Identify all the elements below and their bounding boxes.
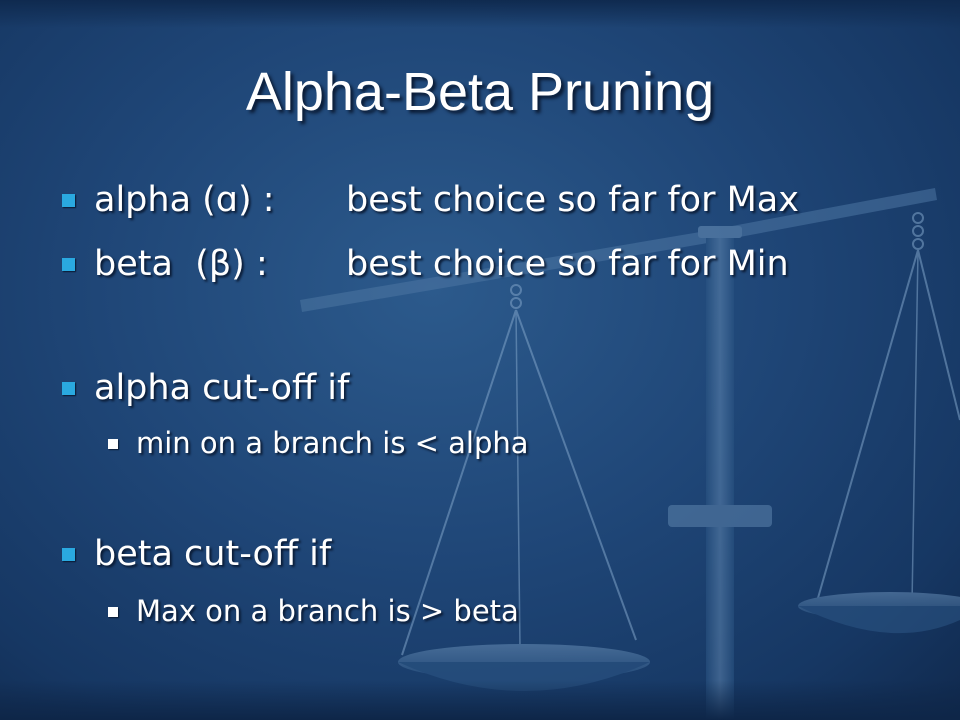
top-band [0, 0, 960, 28]
square-bullet-icon [108, 607, 118, 617]
bottom-band [0, 680, 960, 720]
bullet-text: min on a branch is < alpha [136, 426, 529, 460]
bullet-text: alpha cut-off if [94, 368, 350, 408]
sub-bullet-beta-condition: Max on a branch is > beta [108, 592, 519, 630]
bullet-definition: best choice so far for Max [346, 180, 799, 220]
bullet-term: beta (β) : [94, 244, 268, 284]
bullet-alpha-definition: alpha (ɑ) : best choice so far for Max [62, 178, 799, 222]
bullet-definition: best choice so far for Min [346, 244, 789, 284]
square-bullet-icon [62, 548, 75, 561]
square-bullet-icon [62, 382, 75, 395]
bullet-beta-cutoff: beta cut-off if [62, 532, 331, 576]
bullet-beta-definition: beta (β) : best choice so far for Min [62, 242, 789, 286]
bullet-text: beta cut-off if [94, 534, 332, 574]
bullet-text: Max on a branch is > beta [136, 594, 519, 628]
sub-bullet-alpha-condition: min on a branch is < alpha [108, 424, 529, 462]
slide-title: Alpha-Beta Pruning [245, 62, 715, 122]
bullet-alpha-cutoff: alpha cut-off if [62, 366, 349, 410]
square-bullet-icon [62, 194, 75, 207]
bullet-term: alpha (ɑ) : [94, 180, 275, 220]
square-bullet-icon [62, 258, 75, 271]
square-bullet-icon [108, 439, 118, 449]
